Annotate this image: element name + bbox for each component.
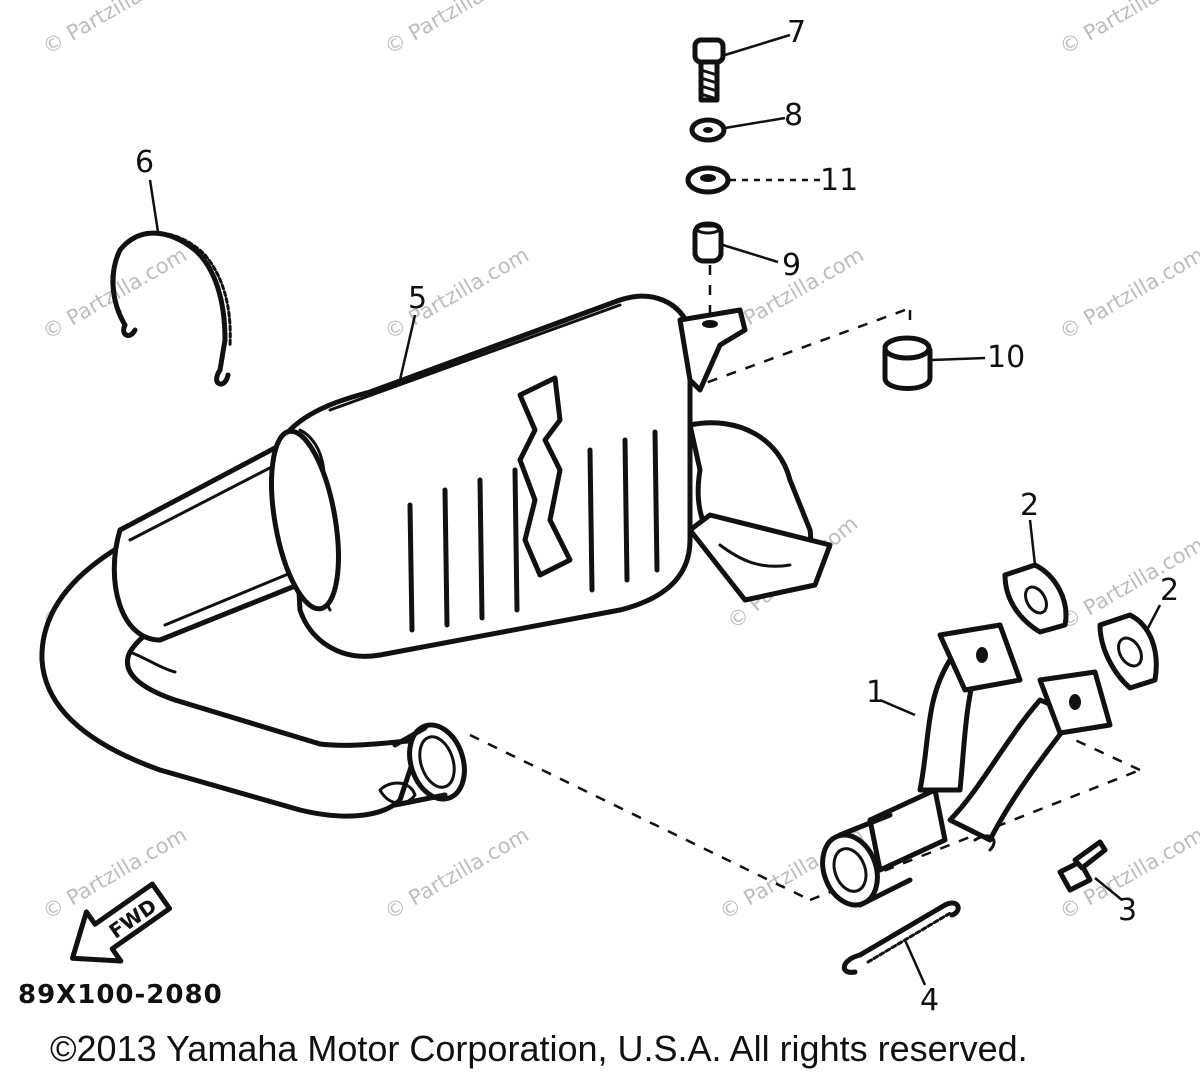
assembly-guides — [469, 245, 1141, 902]
watermark: © Partzilla.com — [1056, 243, 1200, 345]
watermark: © Partzilla.com — [1056, 0, 1200, 59]
callout-2a: 2 — [1020, 488, 1039, 523]
muffler-inlet-flange — [687, 512, 833, 603]
callouts: 7 8 11 9 10 6 5 1 2 2 3 4 — [135, 15, 1179, 1018]
muffler-body — [287, 293, 693, 659]
callout-5: 5 — [408, 281, 427, 316]
spring-part-6 — [110, 230, 232, 387]
heat-shield-ribs — [407, 429, 660, 633]
callout-4: 4 — [920, 983, 939, 1018]
callout-10: 10 — [987, 340, 1025, 375]
inlet-collar — [407, 722, 467, 802]
bolt-part-7 — [692, 37, 726, 103]
copyright-notice: ©2013 Yamaha Motor Corporation, U.S.A. A… — [50, 1028, 1028, 1069]
callout-6: 6 — [135, 145, 154, 180]
callout-7: 7 — [787, 15, 806, 50]
callout-11: 11 — [820, 163, 858, 198]
watermark: © Partzilla.com — [381, 823, 533, 925]
muffler-bracket — [677, 307, 748, 393]
heat-shield-cutout — [517, 375, 573, 578]
bolt-part-3 — [1057, 839, 1108, 893]
nut-part-11 — [685, 165, 731, 195]
watermark: © Partzilla.com — [381, 0, 533, 59]
callout-1: 1 — [866, 675, 885, 710]
washer-part-8 — [689, 117, 727, 143]
gasket-part-2a — [1002, 562, 1069, 635]
muffler-assembly — [39, 293, 833, 819]
callout-9: 9 — [782, 248, 801, 283]
callout-2b: 2 — [1160, 573, 1179, 608]
collar-part-9 — [692, 221, 724, 264]
spring-part-4 — [841, 900, 961, 975]
watermark: © Partzilla.com — [381, 243, 533, 345]
leader-lines — [148, 33, 1162, 986]
watermark: © Partzilla.com — [39, 0, 191, 59]
grommet-part-10 — [882, 335, 933, 391]
exhaust-pipe-part-1 — [820, 622, 1113, 908]
forward-arrow-icon — [69, 881, 173, 964]
muffler-end-cap — [269, 428, 341, 612]
gasket-part-2b — [1097, 612, 1159, 691]
callout-3: 3 — [1118, 893, 1137, 928]
callout-8: 8 — [784, 98, 803, 133]
diagram-code: 89X100-2080 — [18, 980, 223, 1010]
